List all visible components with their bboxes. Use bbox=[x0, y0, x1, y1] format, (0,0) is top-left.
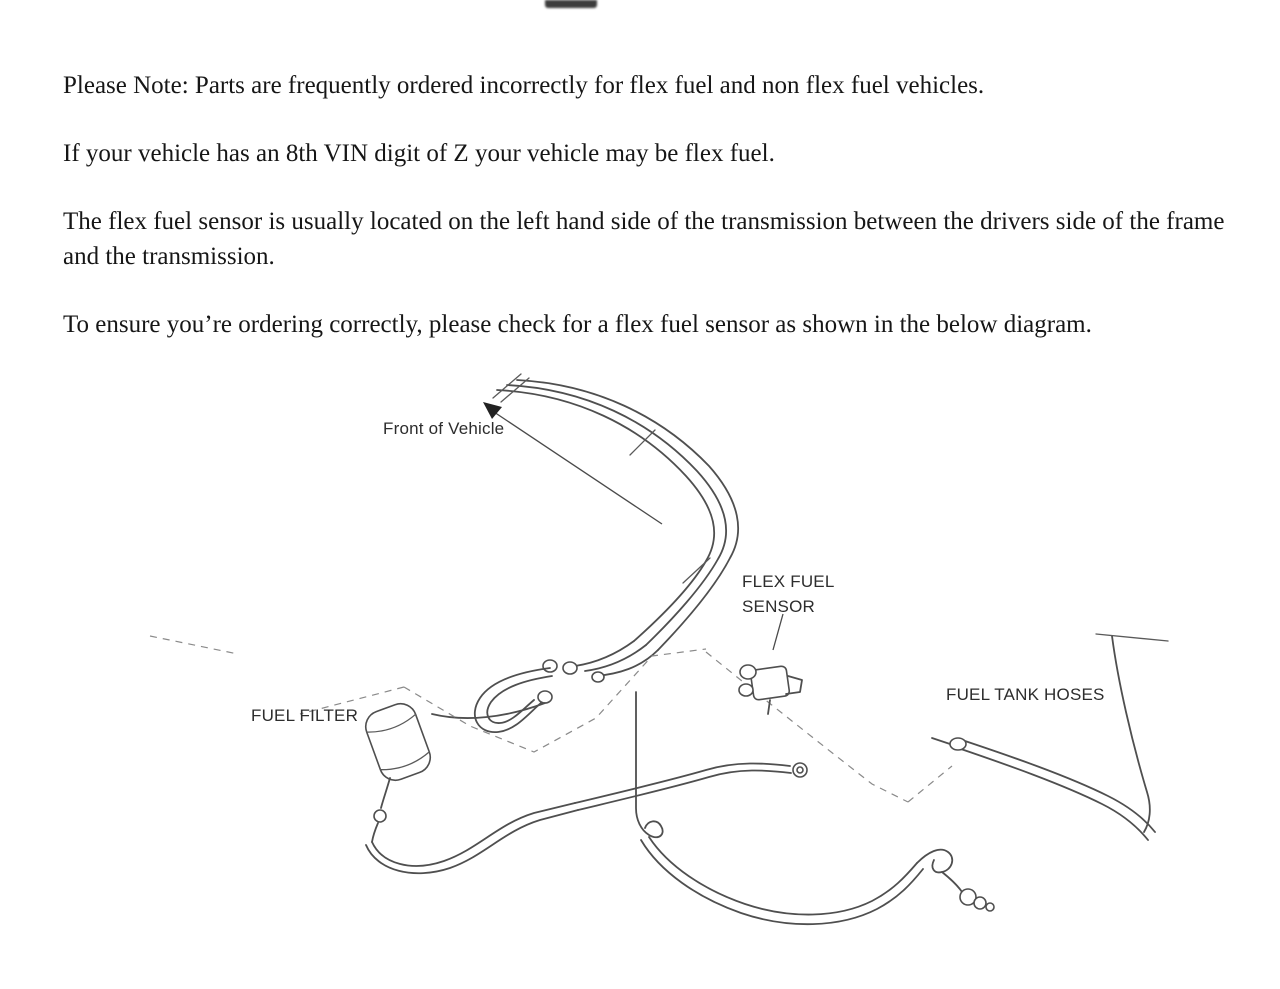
fuel-filter-component bbox=[364, 702, 432, 782]
main-fuel-line-bundle bbox=[492, 373, 740, 683]
filter-supply-hose bbox=[431, 702, 546, 719]
fuel-hose-loop bbox=[474, 667, 553, 733]
fuel-tank-hoses-lines bbox=[931, 633, 1169, 841]
flex-fuel-sensor-component bbox=[738, 613, 803, 715]
scan-artifact bbox=[545, 0, 597, 8]
label-flex-fuel-sensor-line2: SENSOR bbox=[742, 597, 815, 616]
note-paragraph-1: Please Note: Parts are frequently ordere… bbox=[63, 72, 985, 99]
center-fuel-line bbox=[635, 691, 924, 926]
fuel-lines-illustration bbox=[149, 373, 1169, 926]
instruction-text: Please Note: Parts are frequently ordere… bbox=[63, 68, 1232, 375]
filter-outlet-line bbox=[371, 777, 391, 843]
label-fuel-tank-hoses: FUEL TANK HOSES bbox=[946, 685, 1105, 704]
label-flex-fuel-sensor-line1: FLEX FUEL bbox=[742, 572, 835, 591]
label-fuel-filter: FUEL FILTER bbox=[251, 706, 359, 725]
lower-left-fuel-line bbox=[365, 762, 808, 875]
note-paragraph-2: If your vehicle has an 8th VIN digit of … bbox=[63, 140, 775, 167]
note-paragraph-3: The flex fuel sensor is usually located … bbox=[63, 208, 1225, 270]
label-front-of-vehicle: Front of Vehicle bbox=[383, 419, 505, 438]
fuel-system-diagram: Front of Vehicle FLEX FUEL SENSOR FUEL T… bbox=[0, 370, 1280, 989]
note-paragraph-4: To ensure you’re ordering correctly, ple… bbox=[63, 311, 1092, 338]
label-flex-fuel-sensor: FLEX FUEL SENSOR bbox=[742, 569, 835, 619]
front-of-vehicle-arrow bbox=[483, 402, 663, 525]
right-coil-connector bbox=[916, 848, 995, 912]
